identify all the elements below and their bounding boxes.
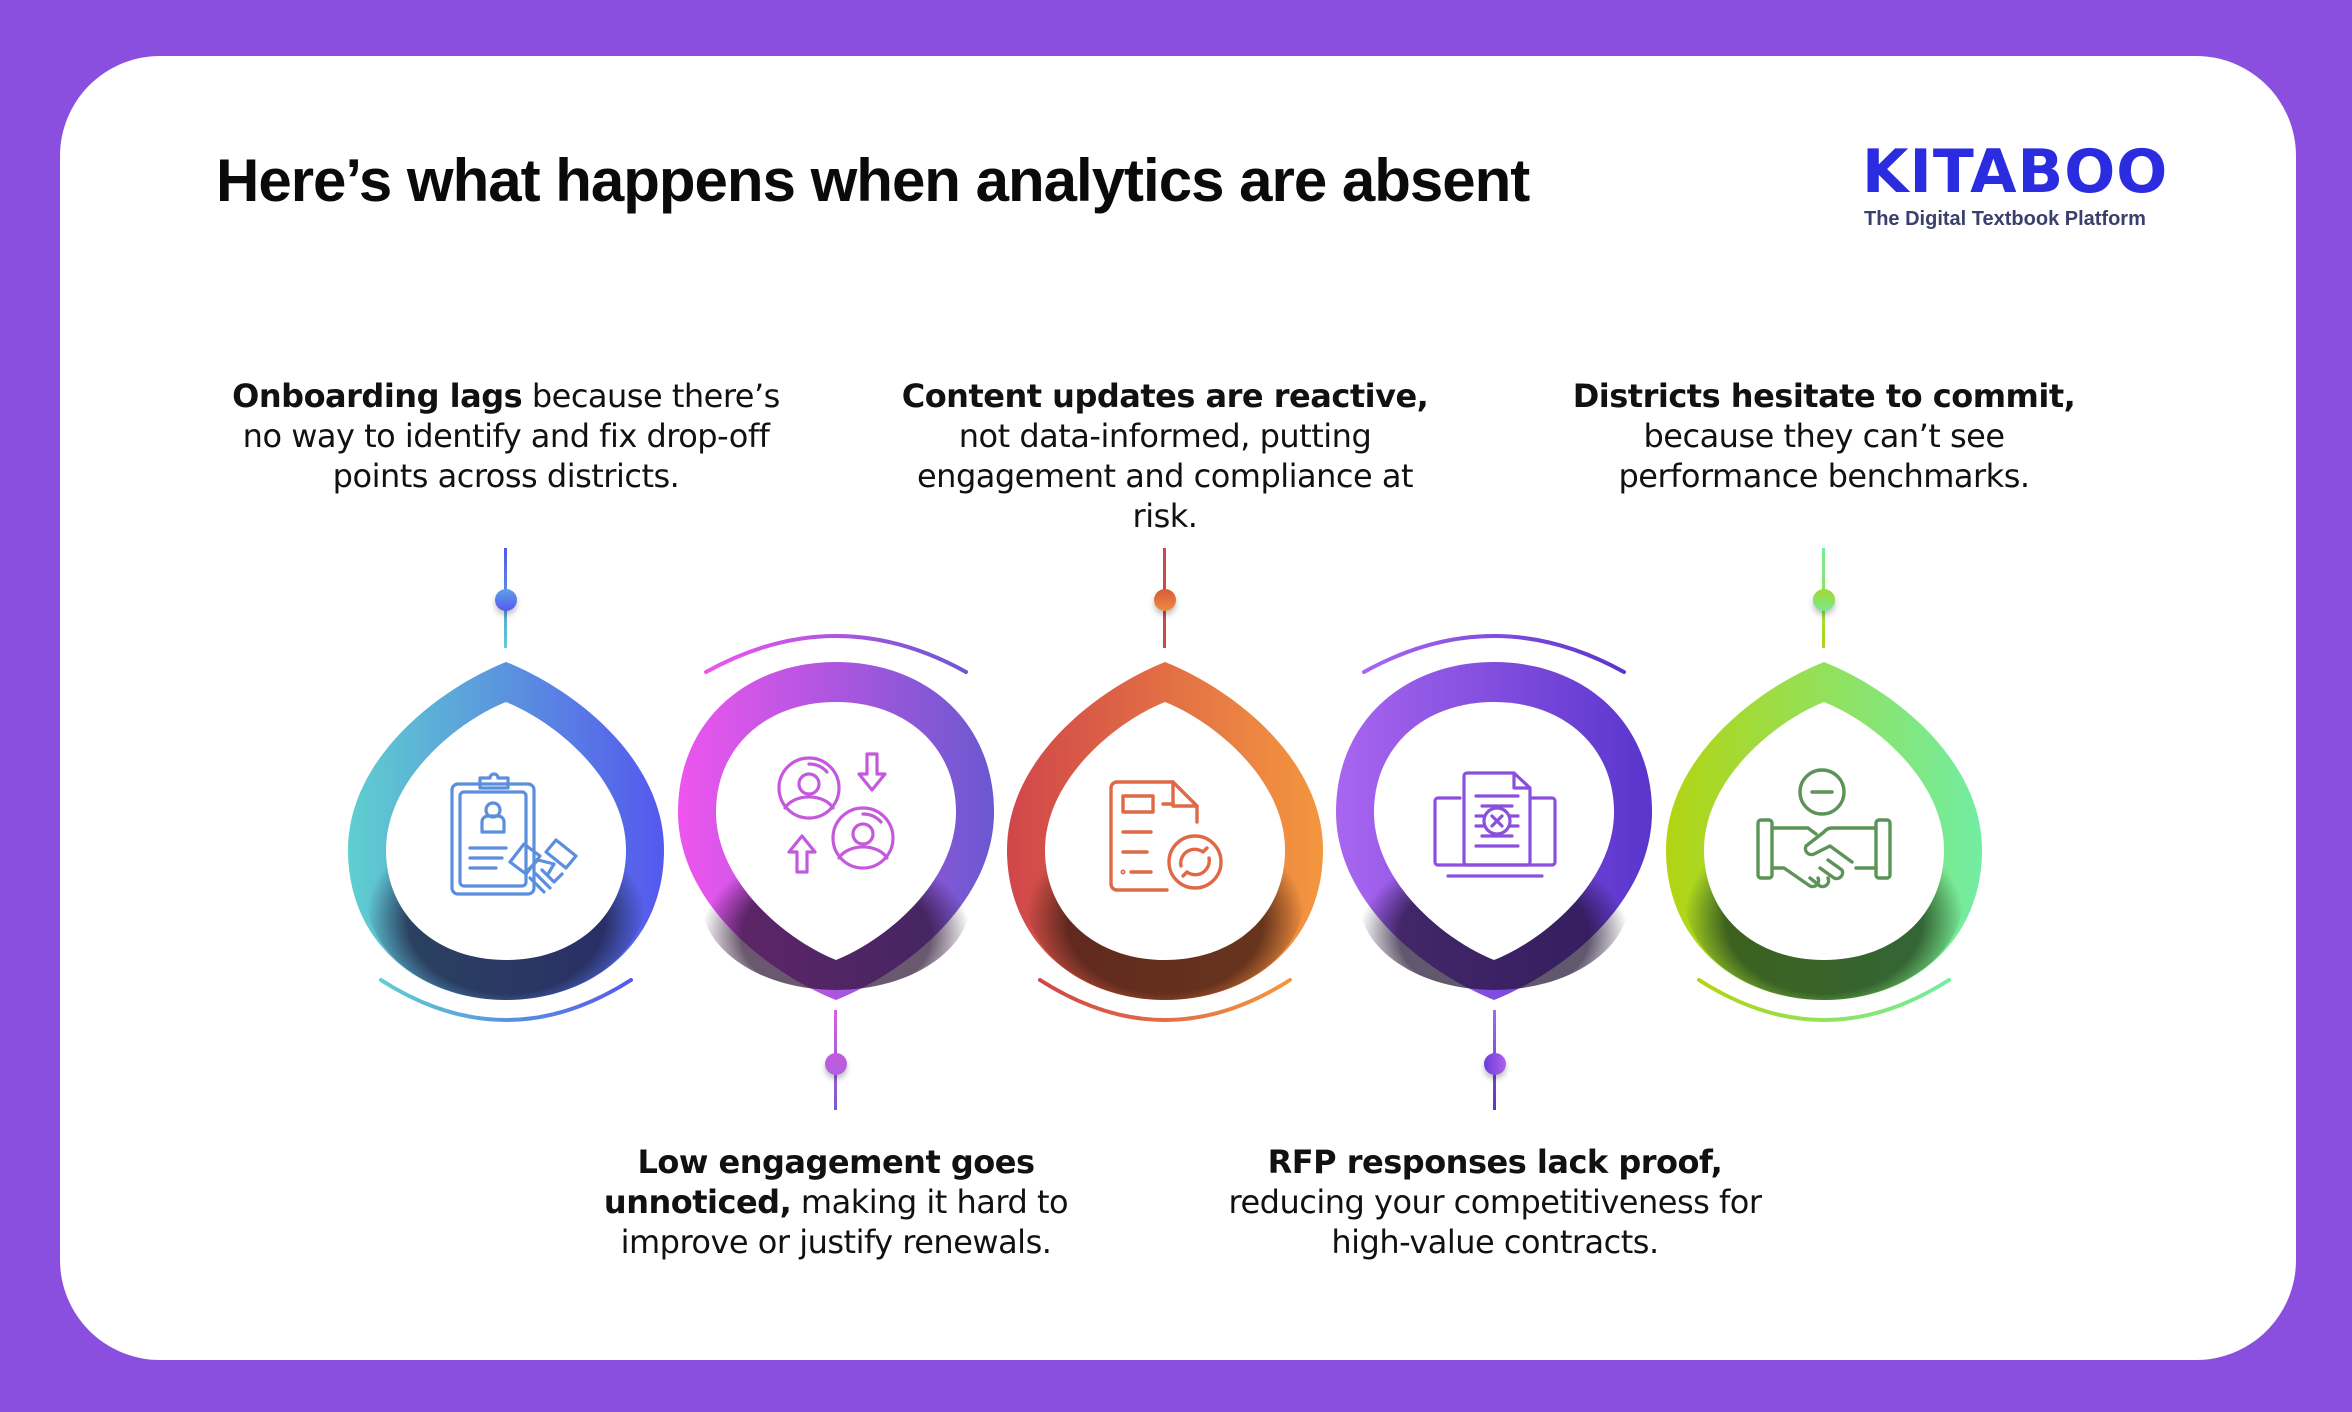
step-5-drop bbox=[1654, 650, 1994, 1022]
step-1-dot bbox=[495, 589, 517, 611]
user-exchange-icon bbox=[777, 752, 895, 874]
handshake-minus-icon bbox=[1756, 768, 1892, 889]
step-2-drop bbox=[666, 634, 1006, 1010]
step-2-description: Low engagement goes unnoticed, making it… bbox=[556, 1142, 1116, 1262]
step-2-dot bbox=[825, 1053, 847, 1075]
document-refresh-icon bbox=[1109, 780, 1223, 892]
page-title: Here’s what happens when analytics are a… bbox=[216, 147, 1530, 214]
step-4-headline: RFP responses lack proof, bbox=[1267, 1143, 1723, 1181]
step-4-drop bbox=[1324, 634, 1664, 1010]
step-1-description: Onboarding lags because there’s no way t… bbox=[226, 376, 786, 496]
step-5-dot bbox=[1813, 589, 1835, 611]
step-2-headline: Low engagement goes unnoticed, bbox=[603, 1143, 1035, 1221]
step-1-body: because there’s no way to identify and f… bbox=[242, 377, 781, 495]
step-4-description: RFP responses lack proof, reducing your … bbox=[1215, 1142, 1775, 1262]
step-3-description: Content updates are reactive, not data-i… bbox=[885, 376, 1445, 536]
rejected-document-screen-icon bbox=[1433, 771, 1557, 878]
clipboard-handshake-icon bbox=[450, 772, 578, 896]
step-5-body: because they can’t see performance bench… bbox=[1618, 417, 2030, 495]
logo-tagline: The Digital Textbook Platform bbox=[1864, 208, 2146, 230]
step-4-dot bbox=[1484, 1053, 1506, 1075]
kitaboo-logo: KITABOO The Digital Textbook Platform bbox=[1862, 140, 2182, 231]
logo-wordmark: KITABOO bbox=[1862, 137, 2169, 207]
step-3-headline: Content updates are reactive, bbox=[901, 377, 1429, 415]
step-3-body: not data-informed, putting engagement an… bbox=[916, 417, 1414, 535]
step-5-headline: Districts hesitate to commit, bbox=[1572, 377, 2076, 415]
step-3-drop bbox=[995, 650, 1335, 1022]
step-1-headline: Onboarding lags bbox=[232, 377, 523, 415]
step-5-description: Districts hesitate to commit, because th… bbox=[1544, 376, 2104, 496]
step-3-dot bbox=[1154, 589, 1176, 611]
step-1-drop bbox=[336, 650, 676, 1022]
step-4-body: reducing your competitiveness for high-v… bbox=[1228, 1183, 1762, 1261]
step-2-body: making it hard to improve or justify ren… bbox=[620, 1183, 1069, 1261]
